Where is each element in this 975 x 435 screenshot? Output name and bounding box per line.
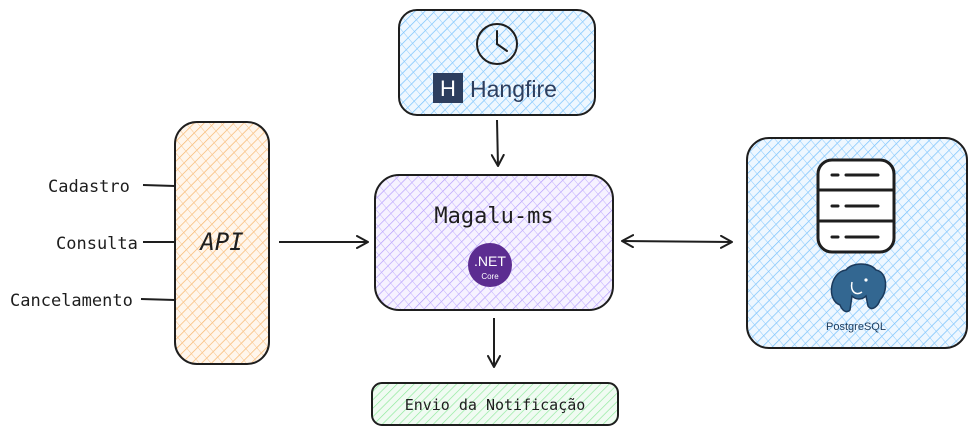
notification-box: Envio da Notificação <box>371 382 619 426</box>
notification-label: Envio da Notificação <box>405 396 586 414</box>
input-connector-cadastro <box>142 184 176 187</box>
hangfire-label: Hangfire <box>470 76 557 102</box>
clock-icon <box>476 23 518 65</box>
service-title: Magalu-ms <box>434 204 553 229</box>
hangfire-logo: H <box>433 73 463 103</box>
api-box: API <box>174 121 270 365</box>
postgresql-elephant-icon <box>830 263 887 313</box>
dotnet-badge-line2: Core <box>481 272 499 281</box>
api-label: API <box>198 228 243 256</box>
arrow-hangfire-to-service <box>490 119 505 167</box>
service-box: Magalu-ms .NET Core <box>374 174 614 311</box>
database-icon <box>816 158 896 254</box>
input-list: Cadastro Consulta Cancelamento <box>10 177 176 311</box>
hangfire-logo-letter: H <box>440 76 456 101</box>
dotnet-badge-line1: .NET <box>474 253 506 269</box>
database-box: PostgreSQL <box>746 137 968 349</box>
input-label-cancelamento: Cancelamento <box>10 291 133 311</box>
dotnet-core-badge: .NET Core <box>468 243 512 287</box>
input-connector-cancelamento <box>140 298 176 301</box>
input-label-cadastro: Cadastro <box>48 177 130 197</box>
arrow-service-database <box>621 234 733 249</box>
hangfire-box: H Hangfire <box>398 9 596 116</box>
input-label-consulta: Consulta <box>56 234 138 254</box>
postgresql-label: PostgreSQL <box>826 321 886 333</box>
